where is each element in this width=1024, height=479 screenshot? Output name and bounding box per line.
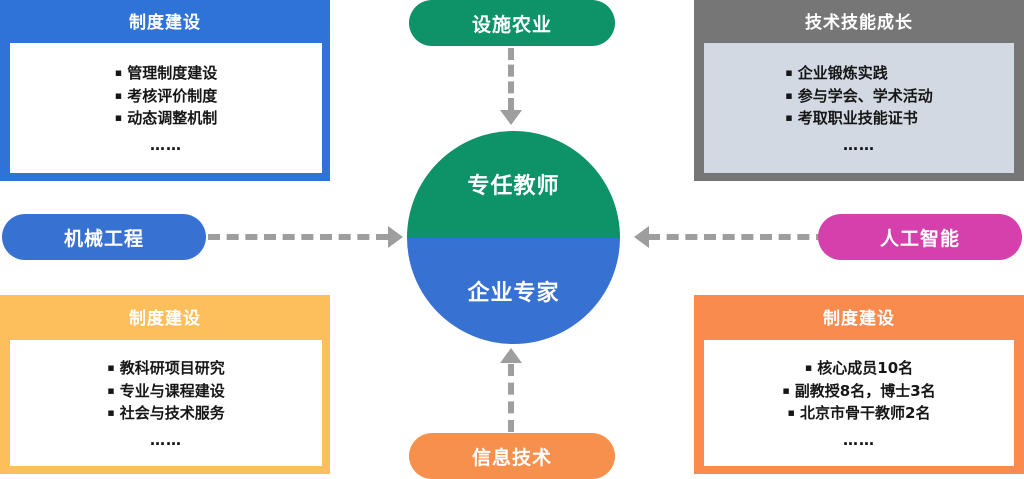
arrow-left-icon bbox=[634, 226, 649, 248]
panel-bottom-right-list: 核心成员10名 副教授8名，博士3名 北京市骨干教师2名 bbox=[782, 357, 936, 425]
arrow-up-icon bbox=[500, 348, 522, 363]
panel-bottom-right-title: 制度建设 bbox=[823, 309, 895, 329]
panel-top-left: 制度建设 管理制度建设 考核评价制度 动态调整机制 …… bbox=[0, 0, 330, 181]
dashed-line bbox=[208, 234, 388, 240]
circle-bottom-half-label: 企业专家 bbox=[407, 237, 620, 344]
panel-top-left-title: 制度建设 bbox=[129, 12, 201, 33]
circle-top-half-label: 专任教师 bbox=[407, 131, 620, 238]
panel-bottom-left-body: 教科研项目研究 专业与课程建设 社会与技术服务 …… bbox=[10, 340, 322, 466]
list-item: 社会与技术服务 bbox=[107, 402, 225, 425]
panel-bottom-left-ellipsis: …… bbox=[150, 431, 182, 450]
pill-bottom[interactable]: 信息技术 bbox=[409, 433, 615, 479]
panel-top-left-ellipsis: …… bbox=[150, 136, 182, 155]
center-circle[interactable]: 专任教师 企业专家 bbox=[407, 131, 620, 344]
list-item: 企业锻炼实践 bbox=[785, 62, 932, 85]
arrow-right-icon bbox=[388, 226, 403, 248]
panel-top-left-list: 管理制度建设 考核评价制度 动态调整机制 bbox=[115, 62, 217, 130]
panel-top-right-ellipsis: …… bbox=[843, 136, 875, 155]
list-item: 动态调整机制 bbox=[115, 107, 217, 130]
list-item: 管理制度建设 bbox=[115, 62, 217, 85]
panel-bottom-left-title: 制度建设 bbox=[129, 309, 201, 329]
panel-top-right-title: 技术技能成长 bbox=[805, 12, 913, 33]
dashed-line bbox=[508, 48, 514, 110]
pill-top[interactable]: 设施农业 bbox=[409, 0, 615, 46]
panel-bottom-right: 制度建设 核心成员10名 副教授8名，博士3名 北京市骨干教师2名 …… bbox=[694, 295, 1024, 474]
panel-bottom-left-list: 教科研项目研究 专业与课程建设 社会与技术服务 bbox=[107, 357, 225, 425]
panel-bottom-left: 制度建设 教科研项目研究 专业与课程建设 社会与技术服务 …… bbox=[0, 295, 330, 474]
list-item: 核心成员10名 bbox=[782, 357, 935, 380]
panel-bottom-right-body: 核心成员10名 副教授8名，博士3名 北京市骨干教师2名 …… bbox=[704, 340, 1014, 466]
list-item: 专业与课程建设 bbox=[107, 380, 225, 403]
panel-top-left-body: 管理制度建设 考核评价制度 动态调整机制 …… bbox=[10, 43, 322, 173]
dashed-line bbox=[648, 234, 828, 240]
panel-top-right: 技术技能成长 企业锻炼实践 参与学会、学术活动 考取职业技能证书 …… bbox=[694, 0, 1024, 181]
list-item: 北京市骨干教师2名 bbox=[782, 402, 935, 425]
pill-right[interactable]: 人工智能 bbox=[818, 214, 1022, 260]
list-item: 副教授8名，博士3名 bbox=[782, 380, 936, 403]
list-item: 教科研项目研究 bbox=[107, 357, 225, 380]
list-item: 考核评价制度 bbox=[115, 85, 217, 108]
list-item: 考取职业技能证书 bbox=[785, 107, 932, 130]
pill-left[interactable]: 机械工程 bbox=[2, 214, 206, 260]
dashed-line bbox=[508, 364, 514, 432]
panel-bottom-right-ellipsis: …… bbox=[843, 431, 875, 450]
panel-top-right-list: 企业锻炼实践 参与学会、学术活动 考取职业技能证书 bbox=[785, 62, 933, 130]
panel-top-right-body: 企业锻炼实践 参与学会、学术活动 考取职业技能证书 …… bbox=[704, 43, 1014, 173]
arrow-down-icon bbox=[500, 110, 522, 125]
list-item: 参与学会、学术活动 bbox=[785, 85, 933, 108]
